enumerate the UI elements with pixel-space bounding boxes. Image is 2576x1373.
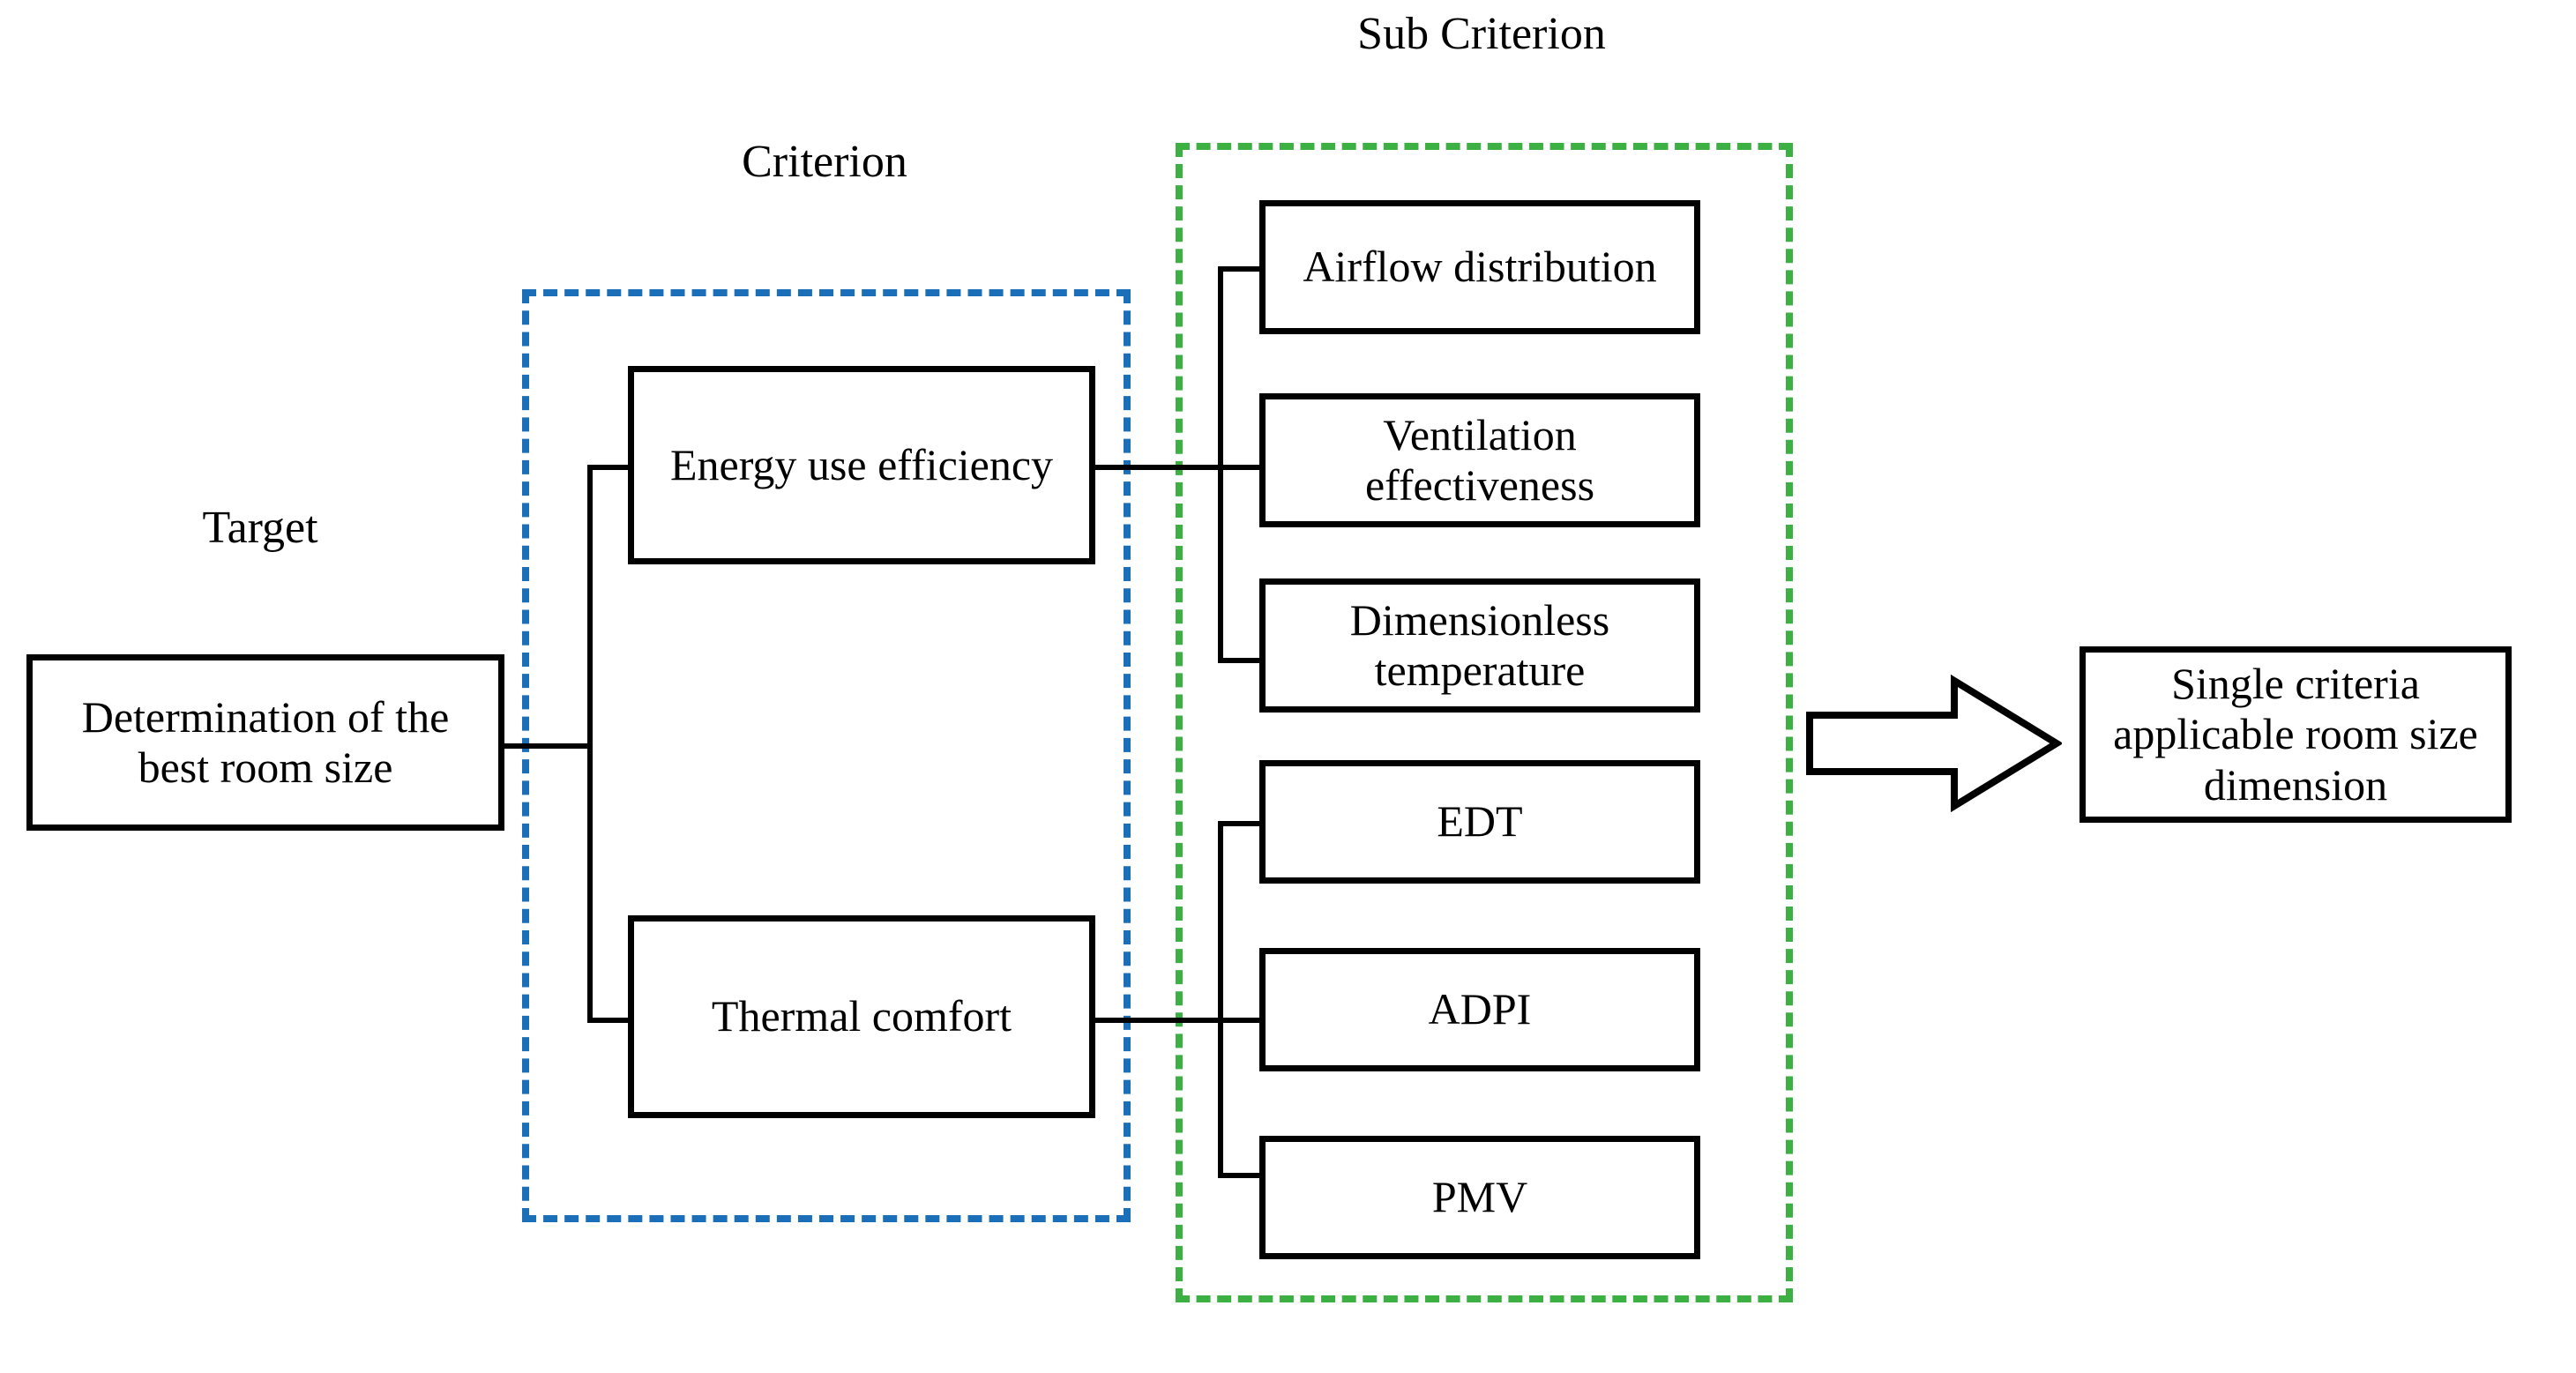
- heading-criterion: Criterion: [742, 137, 907, 187]
- connector-subtrunk-to-airflow-distribution: [1218, 266, 1260, 272]
- node-target-label: Determination of the best room size: [81, 691, 450, 793]
- node-target[interactable]: Determination of the best room size: [26, 654, 504, 831]
- connector-subtrunk-to-edt: [1218, 821, 1260, 826]
- heading-sub-criterion: Sub Criterion: [1357, 9, 1606, 59]
- node-output-single-criteria[interactable]: Single criteria applicable room size dim…: [2079, 646, 2512, 823]
- node-ventilation-effectiveness[interactable]: Ventilation effectiveness: [1259, 393, 1700, 527]
- node-dimensionless-temperature[interactable]: Dimensionless temperature: [1259, 578, 1700, 713]
- node-adpi-label: ADPI: [1428, 984, 1532, 1034]
- node-dimensionless-temperature-label: Dimensionless temperature: [1349, 594, 1610, 696]
- connector-thermal-sub-trunk: [1218, 824, 1223, 1178]
- node-thermal-comfort[interactable]: Thermal comfort: [628, 915, 1095, 1118]
- connector-subtrunk-to-pmv: [1218, 1173, 1260, 1178]
- node-airflow-distribution-label: Airflow distribution: [1303, 242, 1657, 292]
- connector-trunk-to-thermal-comfort: [587, 1018, 633, 1023]
- node-edt[interactable]: EDT: [1259, 760, 1700, 884]
- node-ventilation-effectiveness-label: Ventilation effectiveness: [1364, 409, 1595, 511]
- connector-trunk-to-energy-use-efficiency: [587, 465, 633, 470]
- connector-thermal-to-subtrunk: [1091, 1018, 1223, 1023]
- connector-subtrunk-to-ventilation-effectiveness: [1218, 465, 1260, 470]
- criterion-group-frame: [522, 289, 1131, 1222]
- heading-target: Target: [202, 503, 318, 553]
- node-pmv[interactable]: PMV: [1259, 1136, 1700, 1259]
- node-airflow-distribution[interactable]: Airflow distribution: [1259, 200, 1700, 334]
- right-block-arrow-icon: [1806, 674, 2062, 813]
- node-energy-use-efficiency[interactable]: Energy use efficiency: [628, 366, 1095, 564]
- connector-energy-to-subtrunk: [1091, 465, 1223, 470]
- connector-subtrunk-to-dimensionless-temperature: [1218, 658, 1260, 663]
- node-edt-label: EDT: [1437, 796, 1523, 847]
- node-output-single-criteria-label: Single criteria applicable room size dim…: [2113, 658, 2478, 810]
- connector-criteria-trunk: [587, 467, 593, 1023]
- node-adpi[interactable]: ADPI: [1259, 948, 1700, 1071]
- connector-target-to-trunk: [504, 743, 593, 749]
- node-energy-use-efficiency-label: Energy use efficiency: [669, 439, 1054, 489]
- connector-subtrunk-to-adpi: [1218, 1018, 1260, 1023]
- right-block-arrow: [1806, 674, 2062, 813]
- sub-criterion-group-frame: [1176, 143, 1793, 1302]
- node-thermal-comfort-label: Thermal comfort: [711, 991, 1012, 1041]
- node-pmv-label: PMV: [1431, 1172, 1528, 1222]
